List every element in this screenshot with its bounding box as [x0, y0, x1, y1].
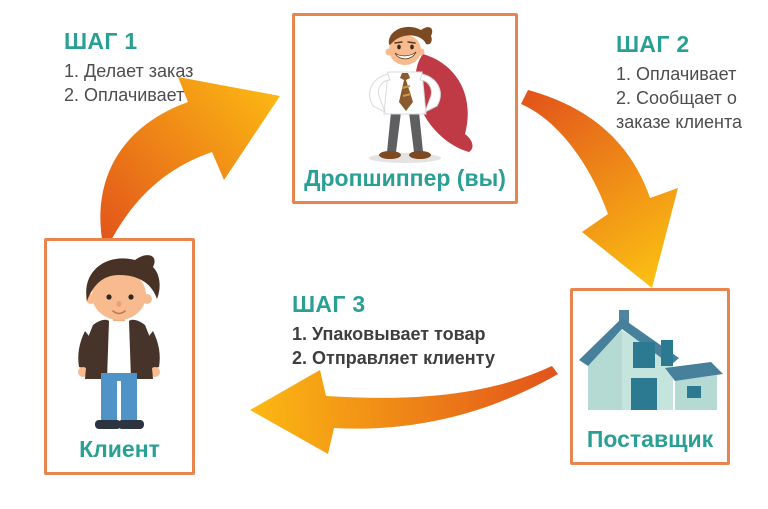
client-label: Клиент: [79, 436, 160, 462]
supplier-label: Поставщик: [586, 426, 714, 452]
step-2-block: ШАГ 2 1. Оплачивает 2. Сообщает о заказе…: [616, 31, 748, 134]
superhero-businessman-illustration: [369, 26, 473, 163]
step-1-item-2: 2. Оплачивает: [64, 85, 185, 105]
step-2-item-2: 2. Сообщает о заказе клиента: [616, 88, 743, 132]
step-3-item-1: 1. Упаковывает товар: [292, 324, 486, 344]
dropshipper-box: Дропшиппер (вы): [292, 13, 518, 204]
house-illustration: [579, 310, 723, 410]
young-man-illustration: [78, 255, 160, 429]
arrow-client-to-dropshipper: [100, 77, 280, 250]
step-3-title: ШАГ 3: [292, 291, 366, 317]
step-1-title: ШАГ 1: [64, 28, 138, 54]
step-3-block: ШАГ 3 1. Упаковывает товар 2. Отправляет…: [292, 291, 528, 370]
step-3-item-2: 2. Отправляет клиенту: [292, 348, 495, 368]
client-box: Клиент: [44, 238, 195, 475]
step-2-item-1: 1. Оплачивает: [616, 64, 737, 84]
arrow-supplier-to-client: [250, 366, 558, 454]
arrow-dropshipper-to-supplier: [521, 90, 678, 288]
step-1-item-1: 1. Делает заказ: [64, 61, 194, 81]
supplier-box: Поставщик: [570, 288, 730, 465]
dropshipper-label: Дропшиппер (вы): [304, 165, 506, 191]
step-2-title: ШАГ 2: [616, 31, 690, 57]
step-1-block: ШАГ 1 1. Делает заказ 2. Оплачивает: [64, 28, 234, 107]
